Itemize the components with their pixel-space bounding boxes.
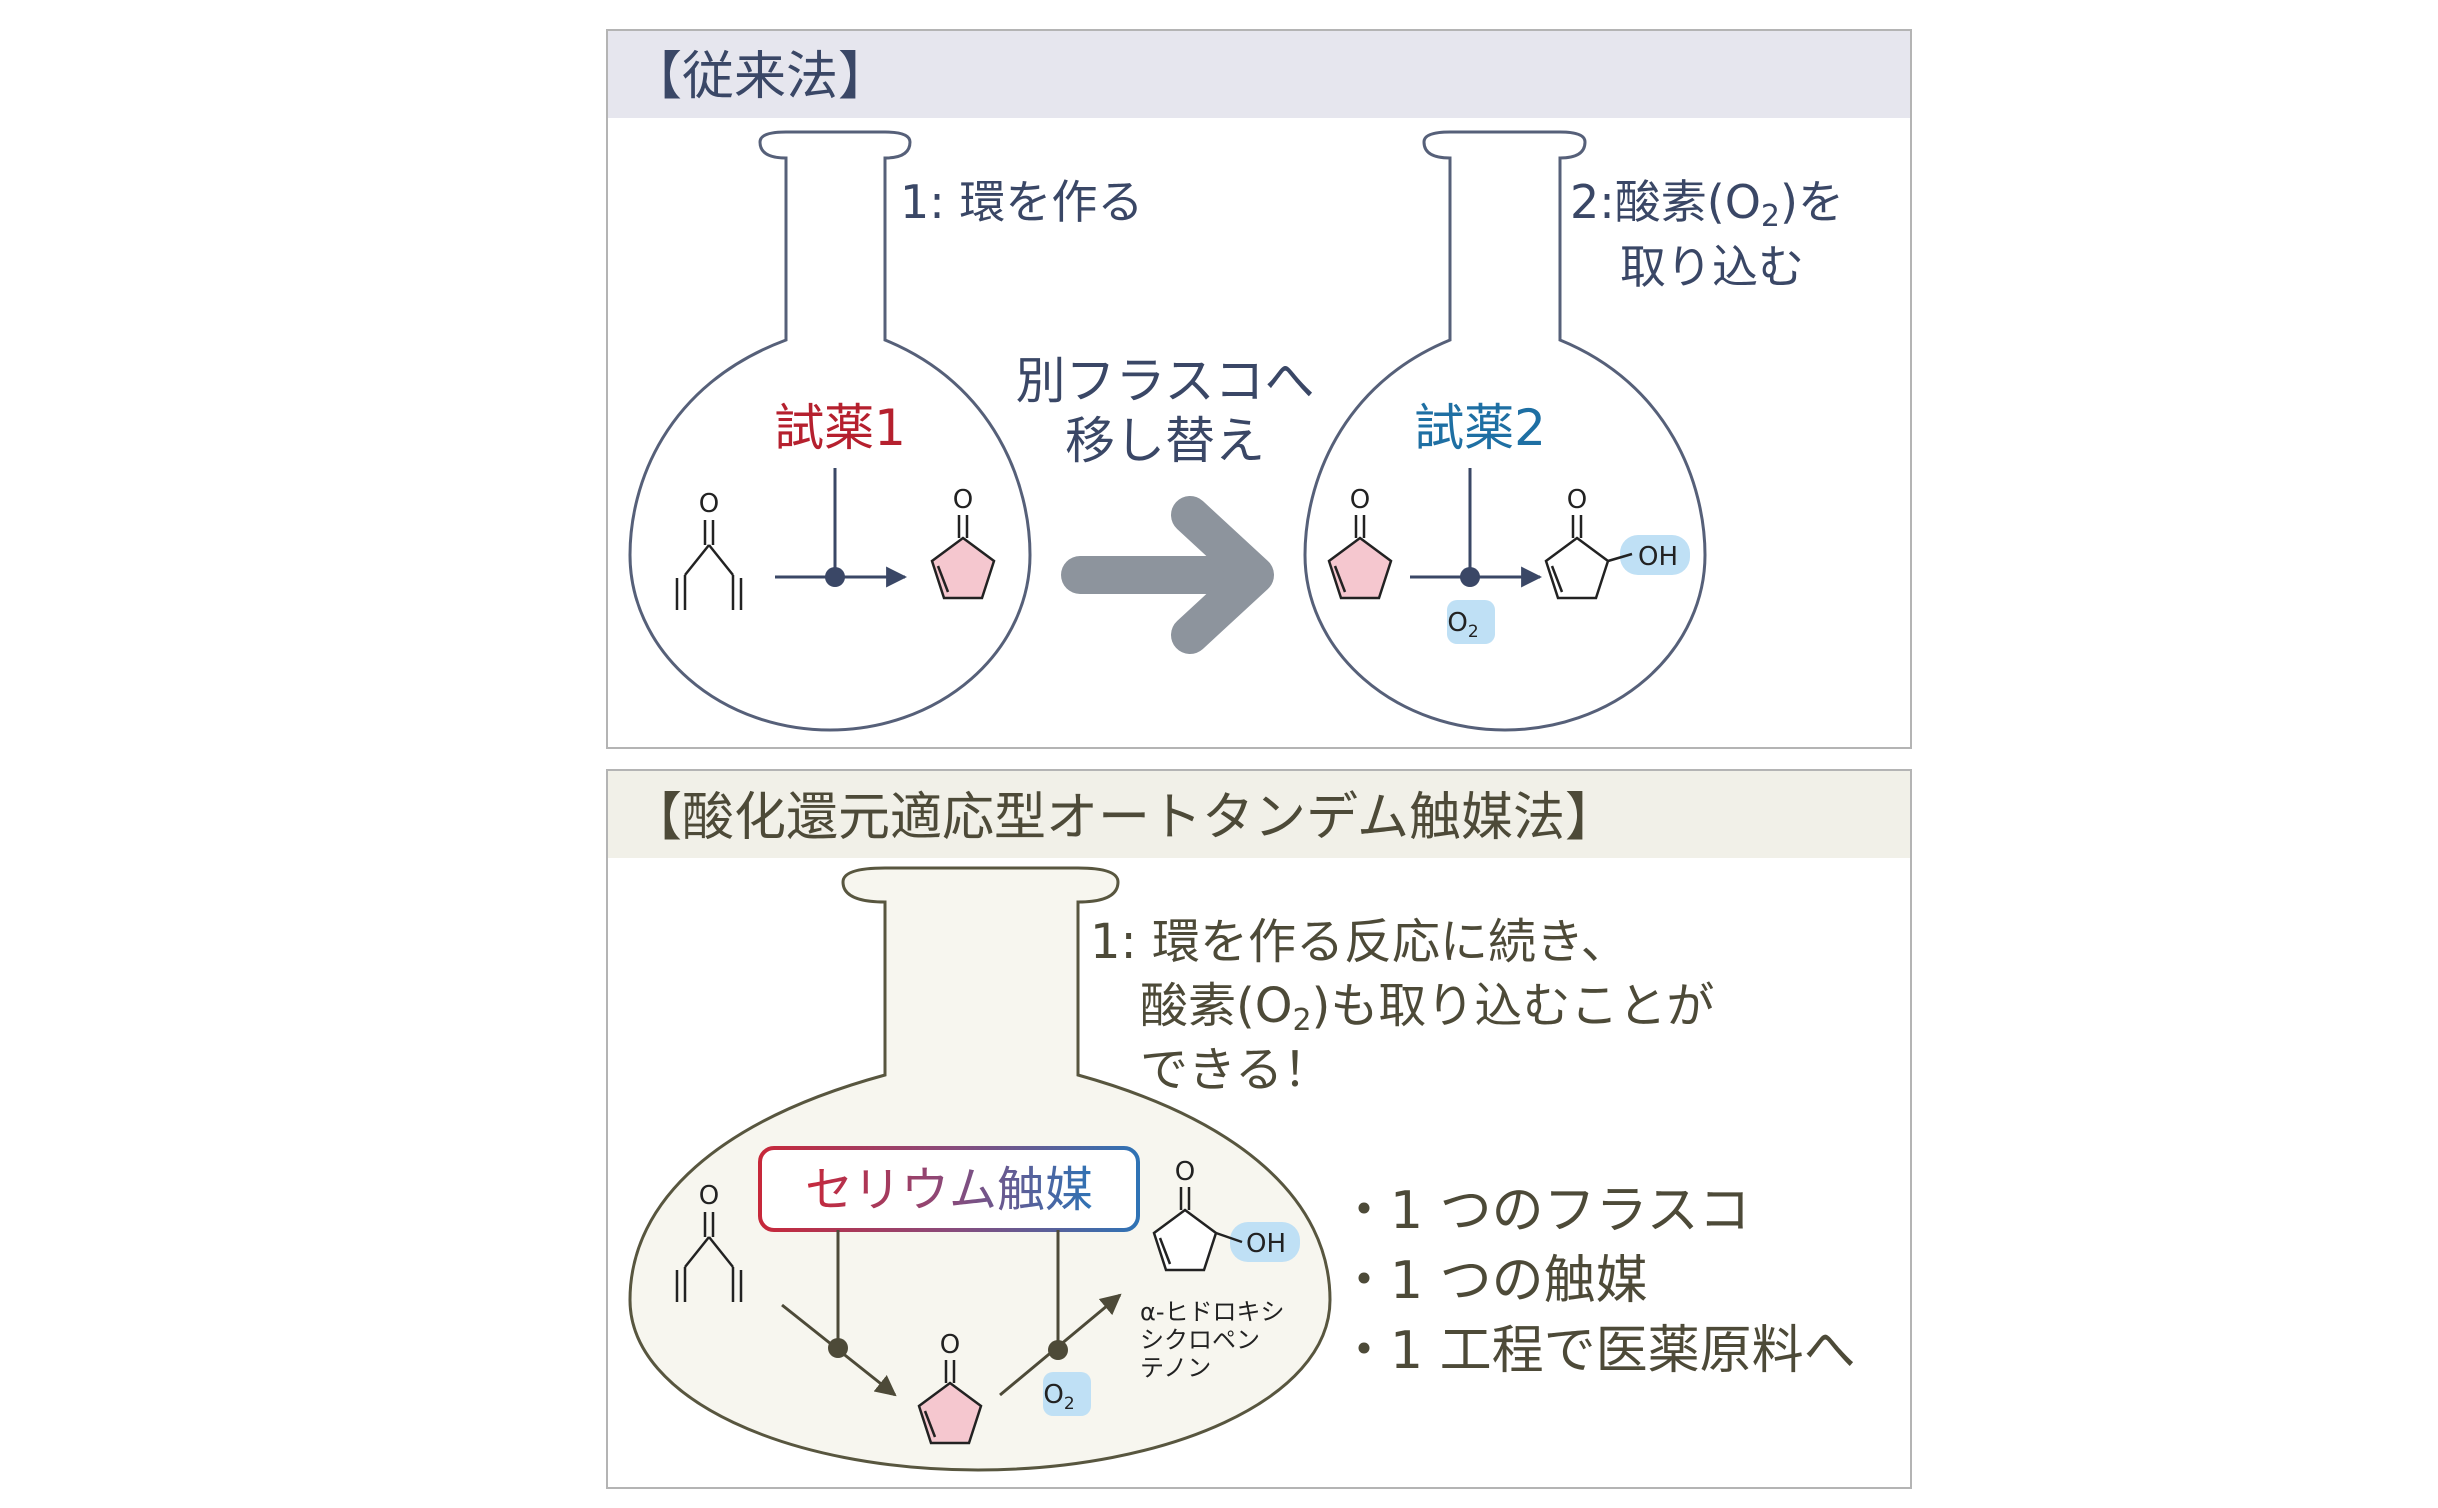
cascade-node-2 [1048,1340,1068,1360]
o2-badge-top [1447,600,1495,644]
bottom-panel: 【酸化還元適応型オートタンデム触媒法】 1: 環を作る反応に続き、 酸素(O2)… [606,769,1912,1489]
cyclopentenone-intermediate [917,1360,983,1445]
transfer-arrow: 別フラスコへ 移し替え [1016,352,1315,654]
o-label-left-2: O [1350,485,1370,515]
cyclopentenone-2 [1327,515,1393,600]
o-label-right-1: O [953,485,973,515]
o-label-left-1: O [699,489,719,519]
flask-1: 試薬1 1: 環を作る O [628,130,1143,732]
oh-label-bottom: OH [1246,1229,1286,1259]
transfer-label-line1: 別フラスコへ [1016,352,1315,410]
oh-label-top: OH [1638,542,1678,572]
o-label-right-2: O [1567,485,1587,515]
flask-1-outline [628,130,1032,732]
cerium-catalyst-box [758,1146,1140,1232]
bottom-desc-line1: 1: 環を作る反応に続き、 [1090,914,1629,970]
product-name-line2: シクロペン [1140,1326,1260,1354]
bullet-one-catalyst: ・1 つの触媒 [1338,1251,1648,1311]
bottom-desc-line3: できる！ [1140,1042,1331,1098]
divinyl-ketone-bottom [675,1212,743,1302]
hydroxy-cyclopentenone-1 [1544,515,1690,600]
reagent-1-label: 試薬1 [774,399,906,457]
reagent-2-label: 試薬2 [1414,399,1546,457]
top-panel-title: 【従来法】 [630,47,890,107]
top-panel-header [608,31,1910,118]
cyclopentenone-1 [930,515,996,600]
flask-2: 試薬2 2:酸素(O2)を 取り込む O O2 [1303,130,1844,732]
product-name-line1: α-ヒドロキシ [1140,1298,1284,1326]
hydroxy-cyclopentenone-product [1152,1187,1300,1272]
product-name-line3: テノン [1140,1354,1211,1382]
o-label-bottom-product: O [1175,1157,1195,1187]
transfer-label-line2: 移し替え [1065,412,1265,470]
o-label-bottom-mid: O [940,1330,960,1360]
o2-label-top: O2 [1447,608,1478,642]
flask-2-step-label-line2: 取り込む [1620,240,1804,294]
flask-2-step-label-line1: 2:酸素(O2)を [1570,175,1844,234]
bottom-desc-line2: 酸素(O2)も取り込むことが [1140,978,1714,1038]
bullet-one-flask: ・1 つのフラスコ [1338,1181,1751,1241]
o2-label-bottom: O2 [1043,1380,1074,1414]
cascade-node-1 [828,1338,848,1358]
reaction-node-1 [825,567,845,587]
cerium-catalyst-label: セリウム触媒 [805,1162,1093,1218]
reaction-node-2 [1460,567,1480,587]
o2-badge-bottom [1043,1372,1091,1416]
bullet-one-step: ・1 工程で医薬原料へ [1338,1321,1856,1381]
flask-1-step-label: 1: 環を作る [900,175,1143,229]
o-label-bottom-start: O [699,1181,719,1211]
divinyl-ketone-structure [675,520,743,610]
flask-2-outline [1303,130,1707,732]
transfer-arrow-head [1171,496,1274,654]
top-panel: 【従来法】 試薬1 1: 環を作る O [606,29,1912,749]
bottom-panel-header [608,771,1910,858]
bottom-panel-title: 【酸化還元適応型オートタンデム触媒法】 [630,788,1617,848]
